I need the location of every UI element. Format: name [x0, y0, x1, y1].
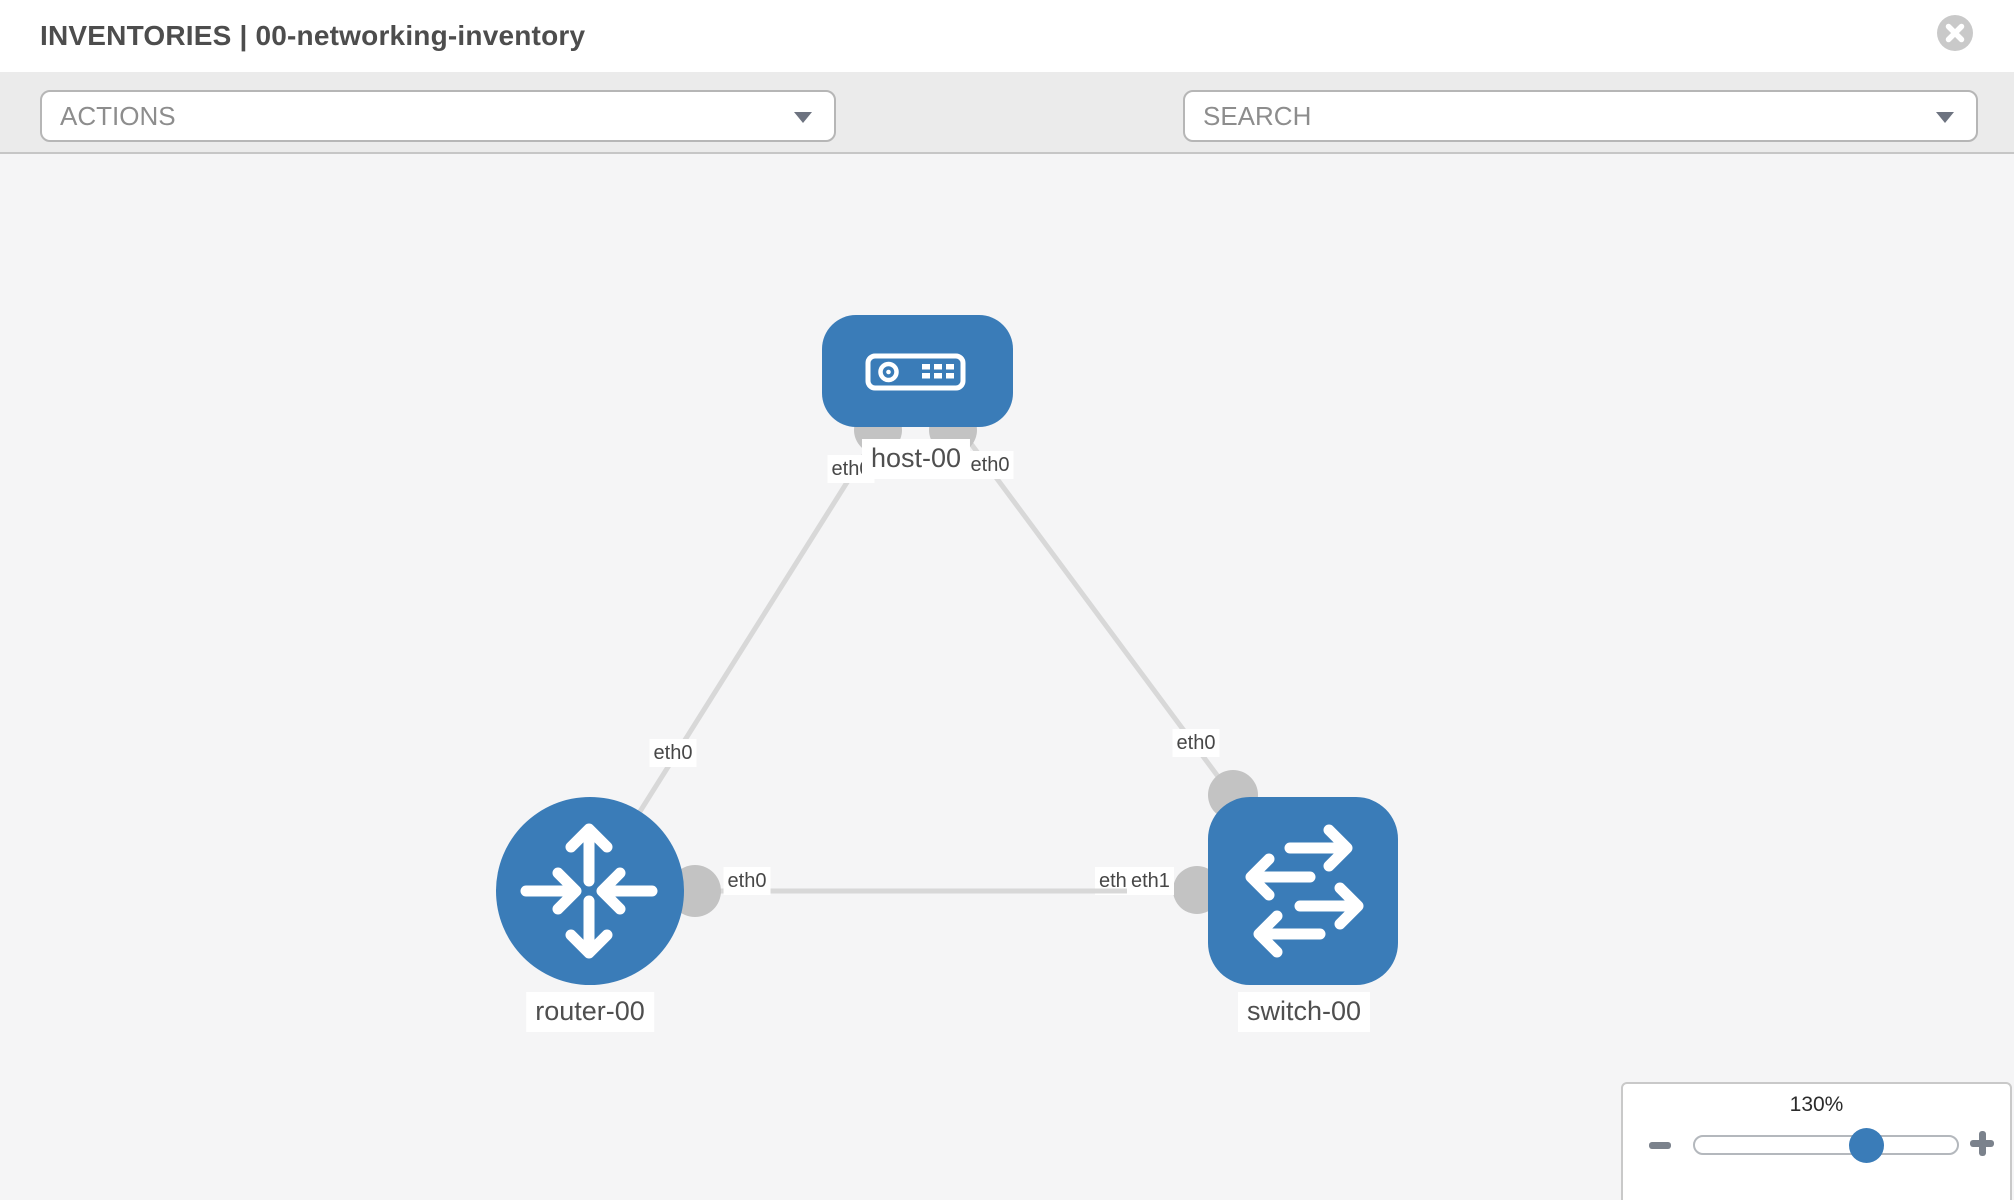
- toolbar: ACTIONS SEARCH: [0, 72, 2014, 154]
- topology-canvas[interactable]: [0, 154, 2014, 1200]
- node-host-00[interactable]: [822, 315, 1013, 427]
- interface-label: eth1: [1127, 867, 1174, 895]
- interface-label: eth0: [649, 739, 697, 767]
- node-switch-00[interactable]: [1208, 797, 1398, 985]
- minus-icon: [1649, 1142, 1671, 1149]
- search-dropdown-label: SEARCH: [1203, 101, 1312, 131]
- switch-icon: [1245, 824, 1364, 958]
- interface-connectors: [669, 406, 1258, 917]
- search-dropdown[interactable]: SEARCH: [1183, 90, 1978, 142]
- host-icon: [865, 353, 966, 391]
- node-label-switch: switch-00: [1237, 992, 1371, 1032]
- router-icon: [520, 823, 658, 959]
- interface-label: eth0: [966, 451, 1014, 479]
- zoom-slider-thumb[interactable]: [1849, 1128, 1884, 1163]
- zoom-slider-track[interactable]: [1693, 1135, 1959, 1155]
- close-button[interactable]: [1936, 14, 1974, 52]
- zoom-out-button[interactable]: [1645, 1130, 1675, 1160]
- topology-graph: [496, 315, 1398, 985]
- caret-down-icon: [794, 112, 812, 123]
- zoom-control-panel: 130%: [1621, 1082, 2012, 1200]
- actions-dropdown[interactable]: ACTIONS: [40, 90, 836, 142]
- node-router-00[interactable]: [496, 797, 684, 985]
- zoom-level-readout: 130%: [1789, 1093, 1844, 1116]
- node-label-host: host-00: [861, 439, 971, 479]
- zoom-in-button[interactable]: [1967, 1128, 1997, 1158]
- caret-down-icon: [1936, 112, 1954, 123]
- interface-label: eth0: [723, 867, 771, 895]
- actions-dropdown-label: ACTIONS: [60, 101, 176, 131]
- node-label-router: router-00: [526, 992, 654, 1032]
- header: INVENTORIES | 00-networking-inventory: [0, 0, 2014, 72]
- page-title: INVENTORIES | 00-networking-inventory: [40, 20, 586, 51]
- interface-label: eth0: [1172, 729, 1220, 757]
- close-icon: [1937, 15, 1973, 51]
